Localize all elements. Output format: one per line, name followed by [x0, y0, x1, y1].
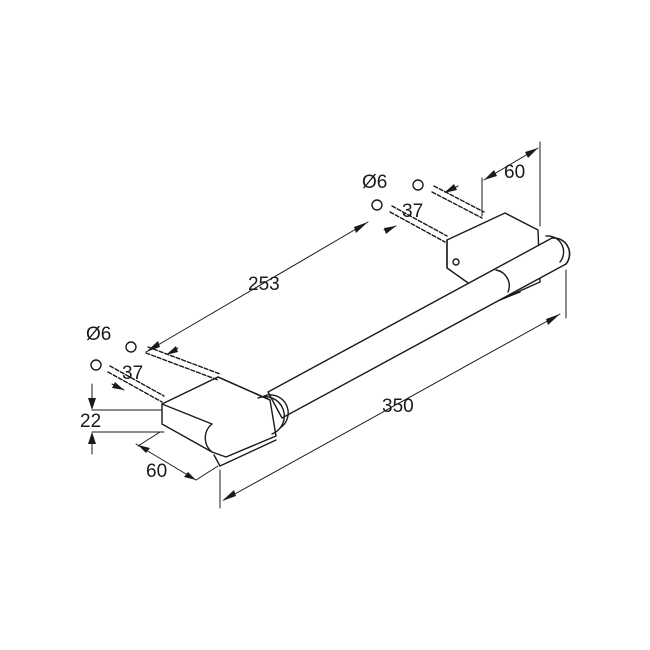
grab-bar — [161, 212, 571, 467]
dimension-37-right-label: 37 — [402, 201, 423, 222]
right-screws — [371, 179, 485, 243]
left-screw-lower — [107, 365, 165, 403]
dimension-60-right-label: 60 — [504, 162, 525, 183]
hole-diameter-right-label: Ø6 — [362, 172, 387, 193]
right-screw-lower — [389, 205, 448, 243]
dimension-350: 350 — [219, 269, 567, 509]
dimension-37-left-label: 37 — [122, 363, 143, 384]
dimension-60-right: 60 — [481, 141, 541, 227]
dimension-22-label: 22 — [80, 411, 101, 432]
dimension-37-left: 37 — [111, 346, 179, 391]
dimension-22: 22 — [80, 383, 165, 455]
dimension-253-label: 253 — [248, 274, 280, 295]
right-hole-inner — [412, 179, 424, 191]
dimension-60-left: 60 — [135, 431, 219, 482]
dimension-350-label: 350 — [382, 396, 414, 417]
dimension-253: 253 — [145, 221, 369, 353]
left-screws — [90, 341, 221, 403]
left-screw-upper — [145, 346, 221, 381]
dimension-37-right: 37 — [383, 184, 459, 234]
hole-diameter-left-label: Ø6 — [86, 324, 111, 345]
left-hole-inner — [125, 341, 137, 353]
right-screw-upper — [431, 185, 485, 219]
left-wall-bracket — [161, 376, 289, 467]
dimension-60-left-label: 60 — [146, 461, 167, 482]
right-hole-outer — [371, 199, 383, 211]
grab-bar-tube — [267, 235, 571, 419]
left-hole-outer — [90, 359, 102, 371]
